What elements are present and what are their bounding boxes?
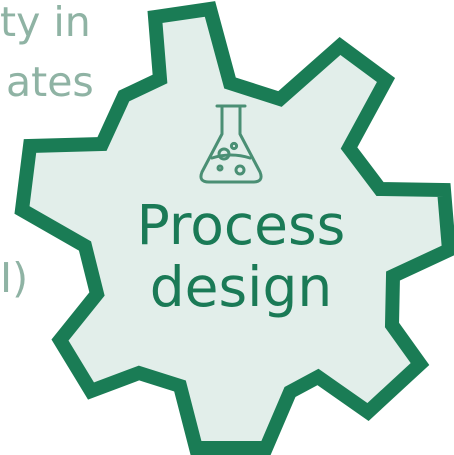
- background-text-fragment-1: ty in: [0, 0, 91, 46]
- background-text-fragment-3: I): [0, 254, 29, 302]
- background-text-fragment-2: ates: [6, 58, 94, 106]
- gear-label-line-1: Process: [136, 193, 346, 257]
- gear-outline: [14, 1, 454, 455]
- flask-icon: [199, 104, 263, 184]
- gear-label-line-2: design: [149, 255, 333, 319]
